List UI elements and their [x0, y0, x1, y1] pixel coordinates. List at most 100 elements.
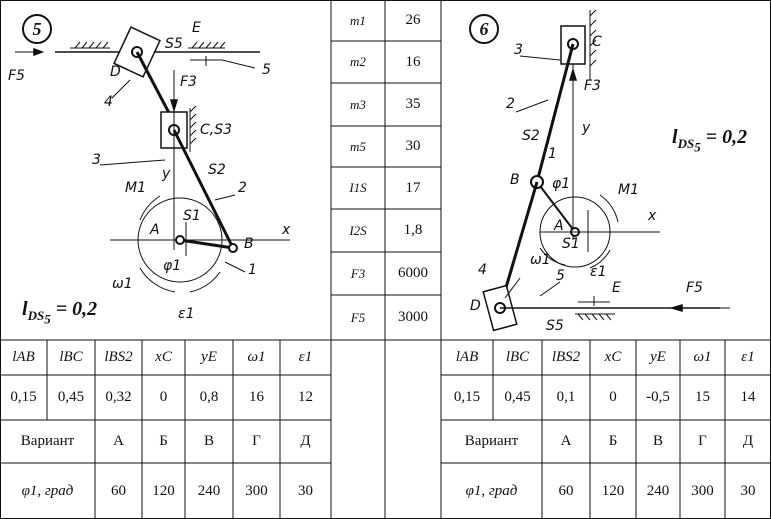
r-label-E: E — [612, 280, 621, 296]
label-y: y — [162, 166, 171, 182]
r-label-F5: F5 — [686, 280, 703, 296]
lds-formula-right: lDS5 = 0,2 — [672, 126, 748, 155]
value-cell: 0 — [159, 389, 168, 405]
param-name: I2S — [349, 222, 367, 238]
label-S1: S1 — [183, 208, 201, 224]
label-1: 1 — [248, 262, 257, 278]
label-5: 5 — [262, 62, 271, 78]
r-label-1: 1 — [548, 146, 557, 162]
label-M1: M1 — [125, 180, 146, 196]
r-label-2: 2 — [506, 96, 515, 112]
lds-formula-left: lDS5 = 0,2 — [22, 298, 98, 327]
header-cell: ε1 — [741, 349, 755, 365]
phi-cell: 240 — [646, 482, 670, 499]
phi-cell: 60 — [558, 482, 574, 499]
variant-cell: Г — [252, 433, 261, 449]
r-label-C: C — [592, 34, 602, 50]
label-F3: F3 — [180, 74, 197, 90]
header-cell: lAB — [455, 349, 479, 365]
variant-cell: Д — [300, 433, 311, 449]
header-cell: xC — [604, 349, 622, 365]
label-S5: S5 — [165, 36, 183, 52]
label-omega1: ω1 — [112, 276, 133, 292]
r-label-F3: F3 — [584, 78, 601, 94]
phi-label: φ1, град — [465, 482, 518, 499]
param-name: m1 — [350, 12, 366, 28]
phi-label: φ1, град — [21, 482, 74, 499]
value-cell: 0,32 — [105, 389, 132, 405]
header-cell: lBC — [505, 349, 530, 365]
variant-cell: Д — [742, 433, 754, 449]
r-label-B: B — [510, 172, 520, 188]
param-value: 17 — [405, 179, 421, 196]
label-2: 2 — [238, 180, 247, 196]
scheme-number-6: 6 — [469, 14, 499, 44]
value-cell: 12 — [298, 389, 313, 405]
phi-cell: 60 — [111, 482, 126, 499]
label-C: C,S3 — [200, 122, 233, 138]
param-name: m2 — [350, 54, 366, 69]
param-name: F3 — [350, 265, 366, 281]
variant-cell: В — [652, 433, 663, 449]
label-B: B — [244, 236, 254, 252]
value-cell: 0 — [609, 389, 617, 405]
header-cell: ω1 — [693, 349, 712, 365]
value-cell: 0,15 — [10, 389, 37, 405]
header-cell: lBC — [59, 349, 83, 365]
r-label-x: x — [648, 208, 657, 224]
variant-cell: Г — [698, 433, 707, 449]
r-label-y: y — [582, 120, 591, 136]
header-cell: ω1 — [247, 349, 266, 365]
phi-cell: 120 — [152, 482, 175, 499]
variant-cell: А — [113, 433, 124, 449]
label-3: 3 — [92, 152, 101, 168]
variant-cell: Б — [159, 433, 168, 449]
phi-cell: 300 — [245, 482, 268, 499]
value-cell: 0,45 — [504, 389, 531, 405]
value-cell: 0,8 — [199, 389, 219, 405]
r-label-M1: M1 — [618, 182, 639, 198]
label-A: A — [150, 222, 160, 238]
variant-cell: В — [203, 433, 214, 449]
phi-cell: 240 — [197, 482, 221, 499]
label-x: x — [282, 222, 291, 238]
header-cell: yE — [201, 349, 217, 365]
r-label-omega1: ω1 — [530, 252, 551, 268]
r-label-3: 3 — [514, 42, 523, 58]
label-phi1: φ1 — [163, 258, 182, 274]
r-label-eps1: ε1 — [590, 264, 607, 280]
variant-cell: А — [560, 433, 572, 449]
phi-cell: 120 — [601, 482, 625, 499]
param-name: F5 — [350, 309, 366, 325]
r-label-phi1: φ1 — [552, 176, 571, 192]
value-cell: -0,5 — [646, 389, 670, 405]
param-name: m3 — [350, 96, 366, 112]
r-label-S2: S2 — [522, 128, 540, 144]
r-label-S5: S5 — [546, 318, 564, 334]
param-value: 26 — [405, 12, 421, 28]
phi-cell: 30 — [298, 482, 313, 499]
param-value: 16 — [405, 53, 421, 70]
variant-label: Вариант — [464, 433, 519, 449]
param-value: 3000 — [398, 309, 428, 325]
header-cell: lAB — [12, 349, 35, 365]
header-cell: xC — [155, 349, 172, 365]
r-label-A: A — [554, 218, 564, 234]
header-cell: ε1 — [298, 349, 313, 365]
header-cell: lBS2 — [104, 349, 133, 365]
value-cell: 0,1 — [556, 389, 576, 405]
param-value: 1,8 — [403, 222, 423, 238]
param-name: m5 — [350, 138, 366, 154]
value-cell: 16 — [249, 389, 264, 405]
phi-cell: 300 — [691, 482, 714, 499]
r-label-5: 5 — [556, 268, 565, 284]
r-label-D: D — [470, 298, 481, 314]
header-cell: yE — [650, 349, 666, 365]
value-cell: 14 — [740, 389, 756, 405]
value-cell: 15 — [695, 389, 710, 405]
value-cell: 0,15 — [453, 389, 481, 405]
param-value: 6000 — [398, 265, 428, 281]
label-D: D — [110, 64, 121, 80]
